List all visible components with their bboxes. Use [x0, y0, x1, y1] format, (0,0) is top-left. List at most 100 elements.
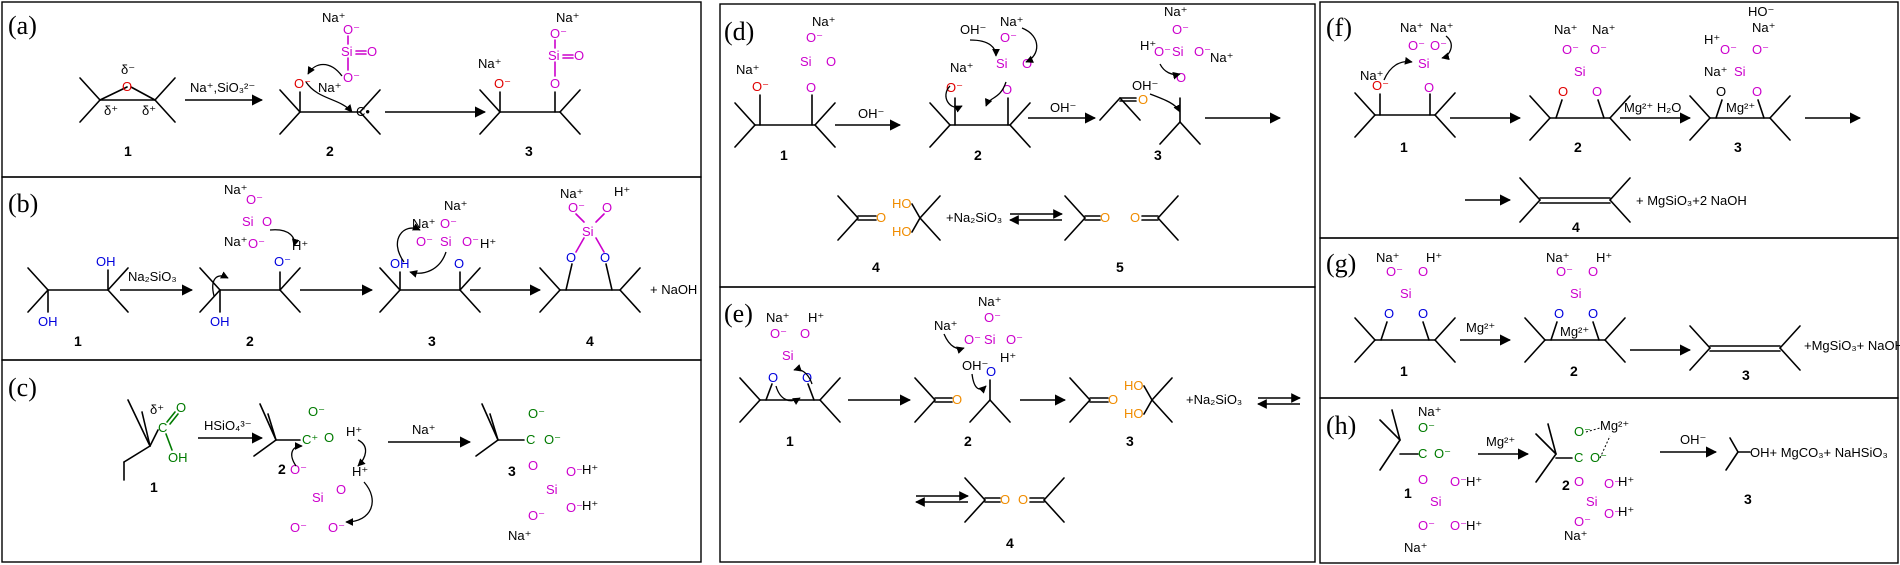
compound-number: 1 — [1400, 139, 1408, 155]
molecule-d5: O O 5 — [1064, 195, 1179, 275]
hydroxyl: OH — [168, 450, 188, 465]
atom-si: Si — [1430, 494, 1442, 509]
atom-o-minus: O⁻ — [1450, 474, 1467, 489]
sodium-ion: Na⁺ — [224, 182, 247, 197]
hydroxide: OH⁻ — [960, 22, 986, 37]
reagent-label: Na⁺ — [412, 422, 435, 437]
atom-o: O — [176, 400, 186, 415]
molecule-h1: C O⁻ O⁻ Na⁺ O Si O⁻ H⁺ O⁻ O⁻ H⁺ Na⁺ 1 — [1379, 404, 1482, 555]
atom-o: O — [574, 48, 584, 63]
curly-arrow — [307, 63, 343, 77]
atom-o: O — [1418, 472, 1428, 487]
magnesium-ion: Mg²⁺ — [1726, 100, 1755, 115]
molecule-f3: O O Si O⁻ O⁻ H⁺ Na⁺ Na⁺ HO⁻ Mg²⁺ 3 — [1689, 4, 1791, 155]
atom-o-minus: O⁻ — [544, 432, 561, 447]
sodium-ion: Na⁺ — [1430, 20, 1453, 35]
atom-o: O — [324, 430, 334, 445]
atom-si: Si — [1418, 56, 1430, 71]
carbonyl-o: O — [1000, 492, 1010, 507]
curly-arrow — [357, 439, 367, 467]
compound-number: 4 — [1006, 535, 1014, 551]
atom-o: O — [986, 364, 996, 379]
molecule-b2: O⁻ OH Na⁺ O⁻ Si O O⁻ Na⁺ H⁺ 2 — [199, 182, 308, 349]
atom-o-minus: O⁻ — [1418, 518, 1435, 533]
panel-label-g: (g) — [1326, 249, 1356, 278]
curly-arrow — [943, 333, 965, 354]
delta-plus: δ⁺ — [104, 103, 118, 118]
atom-si: Si — [582, 224, 594, 239]
molecule-e1: O O Si O⁻ O Na⁺ H⁺ 1 — [739, 310, 841, 449]
molecule-a2: O⁻ C• Na⁺ O⁻ Si O O⁻ Na⁺ 2 — [279, 10, 381, 159]
compound-number: 3 — [1734, 139, 1742, 155]
atom-si: Si — [1570, 286, 1582, 301]
proton: H⁺ — [346, 424, 362, 439]
atom-o-minus: O⁻ — [294, 76, 311, 91]
hydroxyl: OH — [96, 254, 116, 269]
molecule-g1: O O Si O⁻ O Na⁺ H⁺ 1 — [1354, 250, 1456, 379]
atom-si: Si — [1574, 64, 1586, 79]
atom-si: Si — [242, 214, 254, 229]
hydroxyl: OH — [210, 314, 230, 329]
atom-o-minus: O⁻ — [528, 508, 545, 523]
compound-number: 2 — [246, 333, 254, 349]
compound-number: 1 — [1404, 485, 1412, 501]
sodium-ion: Na⁺ — [1704, 64, 1727, 79]
atom-o-minus: O⁻ — [343, 22, 360, 37]
atom-o-minus: O⁻ — [1574, 514, 1591, 529]
frame-c — [1, 359, 702, 563]
sodium-ion: Na⁺ — [444, 198, 467, 213]
carbonyl-o: O — [1018, 492, 1028, 507]
atom-o-minus: O⁻ — [1604, 476, 1621, 491]
sodium-ion: Na⁺ — [560, 186, 583, 201]
atom-o: O — [336, 482, 346, 497]
frame-e — [719, 286, 1316, 563]
panel-g: (g) O O Si O⁻ O Na⁺ H⁺ 1 Mg²⁺ O O Si O⁻ … — [1326, 249, 1900, 383]
molecule-e2: O O OH⁻ Si O⁻ O⁻ O⁻ Na⁺ Na⁺ H⁺ 2 — [914, 294, 1023, 449]
hydroxyl: HO — [1124, 406, 1144, 421]
atom-o: O — [367, 44, 377, 59]
atom-o: O — [1558, 84, 1568, 99]
reagent-label: Na⁺,SiO₃²⁻ — [190, 80, 255, 95]
compound-number: 1 — [786, 433, 794, 449]
sodium-ion: Na⁺ — [224, 234, 247, 249]
atom-o-minus: O⁻ — [1006, 332, 1023, 347]
atom-o: O — [1554, 306, 1564, 321]
delta-plus: δ⁺ — [142, 103, 156, 118]
curly-arrow — [945, 85, 963, 113]
sodium-ion: Na⁺ — [1360, 68, 1383, 83]
molecule-f1: O⁻ Na⁺ O Si O⁻ O⁻ Na⁺ Na⁺ 1 — [1354, 20, 1456, 155]
curly-arrow — [269, 229, 300, 247]
atom-o-minus: O⁻ — [248, 236, 265, 251]
sodium-ion: Na⁺ — [950, 60, 973, 75]
proton: H⁺ — [1596, 250, 1612, 265]
curly-arrow — [1441, 35, 1452, 61]
sodium-ion: Na⁺ — [556, 10, 579, 25]
atom-o: O — [566, 250, 576, 265]
atom-o-minus: O⁻ — [568, 200, 585, 215]
proton: H⁺ — [1618, 504, 1634, 519]
atom-o-minus: O⁻ — [328, 520, 345, 535]
compound-number: 4 — [1572, 219, 1580, 235]
atom-o-minus: O⁻ — [416, 234, 433, 249]
molecule-b4: O O Si O⁻ O Na⁺ H⁺ + NaOH 4 — [539, 184, 697, 349]
compound-number: 1 — [780, 147, 788, 163]
sodium-ion: Na⁺ — [1418, 404, 1441, 419]
molecule-h3: OH+ MgCO₃+ NaHSiO₃ 3 — [1725, 437, 1888, 507]
sodium-ion: Na⁺ — [1400, 20, 1423, 35]
proton: H⁺ — [1426, 250, 1442, 265]
compound-number: 3 — [508, 463, 516, 479]
atom-si: Si — [1586, 494, 1598, 509]
atom-si: Si — [800, 54, 812, 69]
product-label: + MgSiO₃+2 NaOH — [1636, 193, 1747, 208]
curly-arrow — [1021, 27, 1038, 63]
atom-o: O — [1418, 306, 1428, 321]
atom-o-minus: O⁻ — [274, 254, 291, 269]
panel-label-e: (e) — [724, 299, 753, 328]
atom-o-minus: O⁻ — [290, 462, 307, 477]
atom-o-minus: O⁻ — [1408, 38, 1425, 53]
sodium-ion: Na⁺ — [318, 80, 341, 95]
atom-o-minus: O⁻ — [1172, 22, 1189, 37]
sodium-ion: Na⁺ — [1752, 20, 1775, 35]
byproduct-label: + NaOH — [650, 282, 697, 297]
